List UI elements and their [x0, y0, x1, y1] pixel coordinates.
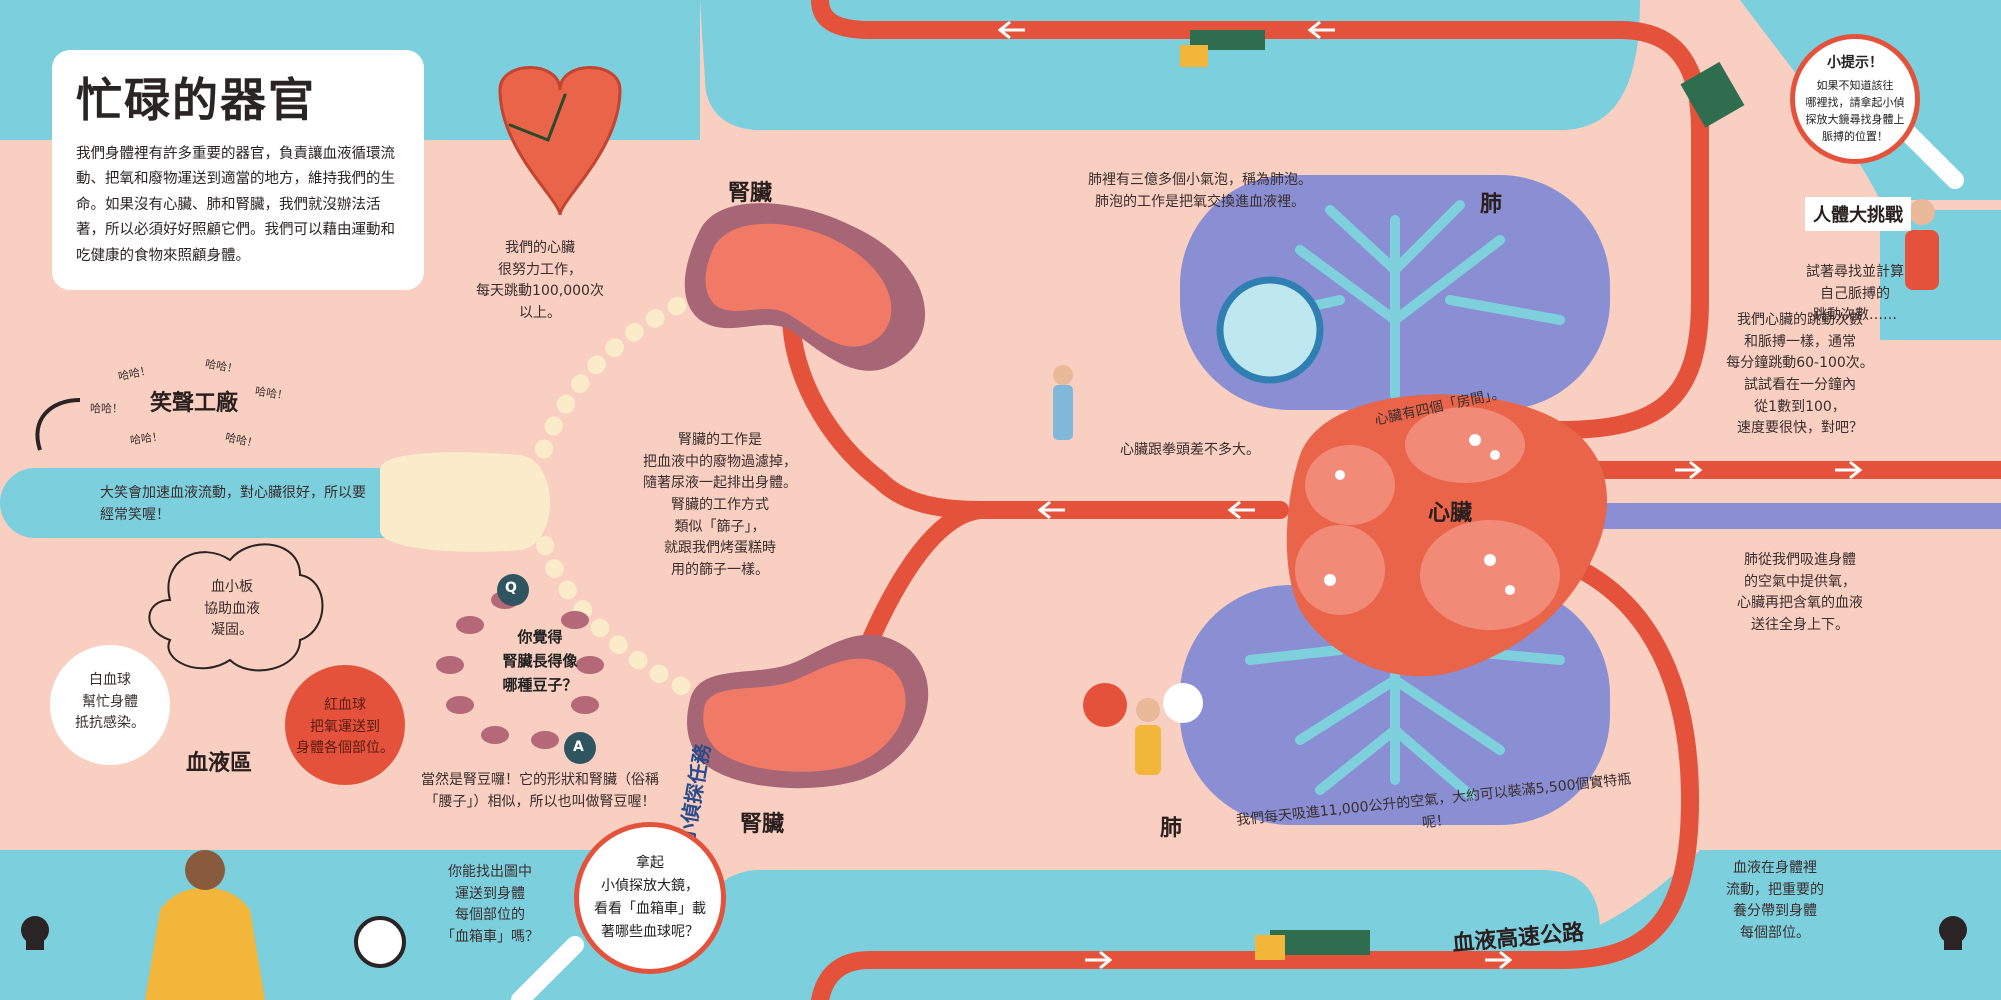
note-lung-oxygen: 肺從我們吸進身體 的空氣中提供氧， 心臟再把含氧的血液 送往全身上下。	[1737, 552, 1863, 634]
heart-dots	[1324, 434, 1515, 595]
tip-body: 如果不知道該往 哪裡找，請拿起小偵 探放大鏡尋找身體上 脈搏的位置！	[1805, 78, 1905, 143]
kidney-bottom-inner	[703, 658, 906, 772]
note-kidney-answer: 當然是腎豆囉！它的形狀和腎臟（俗稱 「腰子」）相似，所以也叫做腎豆喔！	[421, 772, 659, 810]
circular-arrow	[35, 398, 81, 451]
person-bottom-left	[145, 850, 265, 1000]
haha-3: 哈哈！	[90, 402, 123, 415]
bronchial-tree-top	[1245, 200, 1565, 400]
platelet-outline	[148, 543, 324, 672]
sky-strip-left	[0, 468, 420, 538]
sky-strip-right	[1880, 210, 2001, 340]
truck-icon-right	[1680, 61, 1745, 128]
heart-label: 心臟	[1428, 501, 1473, 526]
laughter-factory-label: 笑聲工廠	[150, 391, 239, 416]
note-white-cells: 白血球 幫忙身體 抵抗感染。	[75, 672, 145, 732]
title-card: 忙碌的器官 我們身體裡有許多重要的器官，負責讓血液循環流動、把氧和廢物運送到適當…	[52, 50, 424, 290]
note-platelets: 血小板 協助血液 凝固。	[204, 579, 260, 639]
lung-top-label: 肺	[1480, 192, 1503, 217]
note-alveoli: 肺裡有三億多個小氣泡，稱為肺泡。 肺泡的工作是把氧交換進血液裡。	[1088, 172, 1312, 210]
person-lungs	[1135, 698, 1161, 775]
person-challenge	[1905, 199, 1939, 290]
lung-bottom-label: 肺	[1160, 816, 1183, 841]
note-kidney-job: 腎臟的工作是 把血液中的廢物過濾掉， 隨著尿液一起排出身體。 腎臟的工作方式 類…	[643, 432, 797, 579]
red-blood-cell	[285, 665, 405, 785]
vessel-arrows	[997, 20, 1863, 970]
truck-icon-bottom	[1255, 930, 1370, 960]
blood-area-label: 血液區	[186, 751, 253, 776]
tip-bubble: 小提示！ 如果不知道該往 哪裡找，請拿起小偵 探放大鏡尋找身體上 脈搏的位置！	[1790, 34, 1920, 164]
white-blood-cell	[50, 645, 170, 765]
pickup-bubble: 拿起 小偵探放大鏡， 看看「血箱車」載 著哪些血球呢？	[574, 822, 726, 974]
scientist-lungs	[1053, 365, 1073, 440]
intro-text: 我們身體裡有許多重要的器官，負責讓血液循環流動、把氧和廢物運送到適當的地方，維持…	[76, 146, 395, 264]
balloon-red	[1083, 683, 1127, 727]
ureters	[531, 286, 729, 709]
note-heart-works: 我們的心臟 很努力工作， 每天跳動100,000次 以上。	[476, 240, 604, 322]
kidney-bottom-label: 腎臟	[740, 812, 785, 837]
a-badge: A	[573, 739, 584, 755]
clock-heart-icon	[498, 66, 622, 216]
quiz-question: 你覺得 腎臟長得像 哪種豆子？	[502, 628, 578, 694]
kidney-top-label: 腎臟	[728, 181, 773, 206]
bladder	[380, 452, 550, 552]
magnifier-lens-lung	[1216, 276, 1324, 384]
note-find-trucks: 你能找出圖中 運送到身體 每個部位的 「血箱車」嗎？	[441, 864, 539, 946]
note-red-cells: 紅血球 把氧運送到 身體各個部位。	[296, 697, 394, 757]
note-heartbeat: 我們心臟的跳動次數 和脈搏一樣，通常 每分鐘跳動60-100次。 試試看在一分鐘…	[1726, 312, 1874, 437]
kidney-top-inner	[705, 223, 892, 347]
truck-icon-top	[1180, 30, 1265, 67]
balloon-white	[1163, 683, 1203, 723]
skull-icon	[21, 916, 49, 950]
heart-chambers	[1295, 407, 1560, 630]
note-heart-fist: 心臟跟拳頭差不多大。	[1120, 442, 1260, 458]
tip-title: 小提示！	[1827, 55, 1883, 72]
note-blood-flow: 血液在身體裡 流動，把重要的 養分帶到身體 每個部位。	[1726, 860, 1824, 942]
magnifier-handle-left	[511, 936, 584, 1000]
question-magnifier-icon	[354, 916, 406, 968]
pickup-text: 拿起 小偵探放大鏡， 看看「血箱車」載 著哪些血球呢？	[594, 854, 706, 941]
note-challenge: 試著尋找並計算 自己脈搏的 跳動次數……	[1806, 264, 1904, 324]
q-badge: Q	[505, 580, 517, 596]
note-laugh-effect: 大笑會加速血液流動，對心臟很好，所以要 經常笑喔！	[100, 485, 366, 523]
body-challenge-label: 人體大挑戰	[1805, 197, 1911, 231]
magnifier-handle-tip	[1896, 121, 1964, 189]
page-title: 忙碌的器官	[76, 73, 316, 127]
q-badge-shape	[497, 574, 529, 606]
a-badge-shape	[564, 732, 596, 764]
bronchial-tree-bottom	[1245, 595, 1565, 800]
skull-icon-right	[1939, 916, 1967, 950]
